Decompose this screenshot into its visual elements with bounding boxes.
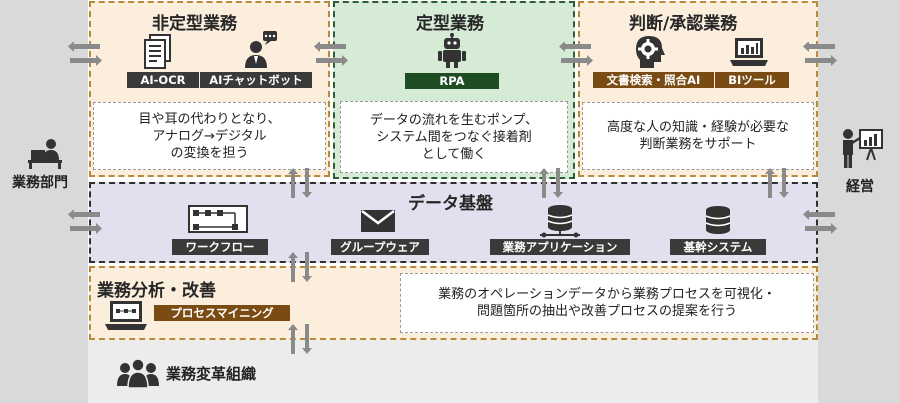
presenter-icon <box>840 127 884 169</box>
desc-line: 業務のオペレーションデータから業務プロセスを可視化・ <box>438 287 776 302</box>
routine-title: 定型業務 <box>416 14 484 34</box>
analysis-description: 業務のオペレーションデータから業務プロセスを可視化・ 問題箇所の抽出や改善プロセ… <box>400 273 814 333</box>
laptop-chart-icon <box>729 36 769 68</box>
data-platform-title: データ基盤 <box>408 194 493 214</box>
tag-bi-tool: BIツール <box>715 72 789 88</box>
database-network-icon <box>539 204 581 238</box>
non-routine-description: 目や耳の代わりとなり、 アナログ→デジタル の変換を担う <box>93 102 326 170</box>
arrow-routine-data <box>539 168 563 198</box>
judgment-title: 判断/承認業務 <box>629 14 738 34</box>
desc-line: システム間をつなぐ接着剤 <box>376 129 532 145</box>
left-actor-area <box>0 0 88 403</box>
mail-icon <box>360 209 396 233</box>
non-routine-title: 非定型業務 <box>152 14 237 34</box>
robot-icon <box>437 33 467 69</box>
arrow-analysis-org <box>288 324 312 354</box>
desc-line: の変換を担う <box>170 145 249 161</box>
database-icon <box>704 205 732 235</box>
arrow-nonroutine-routine <box>314 42 348 66</box>
tag-core-system: 基幹システム <box>670 239 766 255</box>
tag-workflow: ワークフロー <box>172 239 268 255</box>
desc-line: データの流れを生むポンプ、 <box>369 112 539 128</box>
desc-line: 目や耳の代わりとなり、 <box>138 111 281 127</box>
tag-ai-ocr: AI-OCR <box>127 72 199 88</box>
right-actor-label: 経営 <box>846 179 874 195</box>
arrow-judgment-right <box>803 42 837 66</box>
left-actor-label: 業務部門 <box>12 175 68 191</box>
routine-description: データの流れを生むポンプ、 システム間をつなぐ接着剤 として働く <box>340 101 568 173</box>
desc-line: 判断業務をサポート <box>639 137 757 152</box>
arrow-left-data <box>68 210 102 234</box>
people-group-icon <box>116 358 160 389</box>
right-actor-area <box>818 0 900 403</box>
arrow-left-nonroutine <box>68 42 102 66</box>
desc-line: アナログ→デジタル <box>152 128 267 144</box>
bottom-org-area <box>88 340 818 403</box>
arrow-judgment-data <box>765 168 789 198</box>
arrow-data-right <box>803 210 837 234</box>
desk-person-icon <box>27 138 63 170</box>
tag-business-application: 業務アプリケーション <box>490 239 630 255</box>
tag-process-mining: プロセスマイニング <box>154 305 290 321</box>
desc-line: 問題箇所の抽出や改善プロセスの提案を行う <box>476 304 737 319</box>
laptop-process-icon <box>104 299 148 331</box>
tag-groupware: グループウェア <box>331 239 429 255</box>
tag-ai-chatbot: AIチャットボット <box>200 72 312 88</box>
workflow-icon <box>188 205 248 233</box>
desc-line: 高度な人の知識・経験が必要な <box>606 120 789 135</box>
desc-line: として働く <box>421 146 487 162</box>
arrow-routine-judgment <box>559 42 593 66</box>
tag-document-search-ai: 文書検索・照合AI <box>593 72 714 88</box>
gear-head-icon <box>632 33 666 69</box>
judgment-description: 高度な人の知識・経験が必要な 判断業務をサポート <box>582 102 814 170</box>
arrow-data-analysis <box>288 252 312 282</box>
bottom-org-label: 業務変革組織 <box>166 365 257 383</box>
chatbot-person-icon <box>243 30 279 70</box>
tag-rpa: RPA <box>405 73 499 89</box>
document-icon <box>143 34 173 70</box>
arrow-nonroutine-data <box>288 168 312 198</box>
analysis-title: 業務分析・改善 <box>97 281 216 301</box>
